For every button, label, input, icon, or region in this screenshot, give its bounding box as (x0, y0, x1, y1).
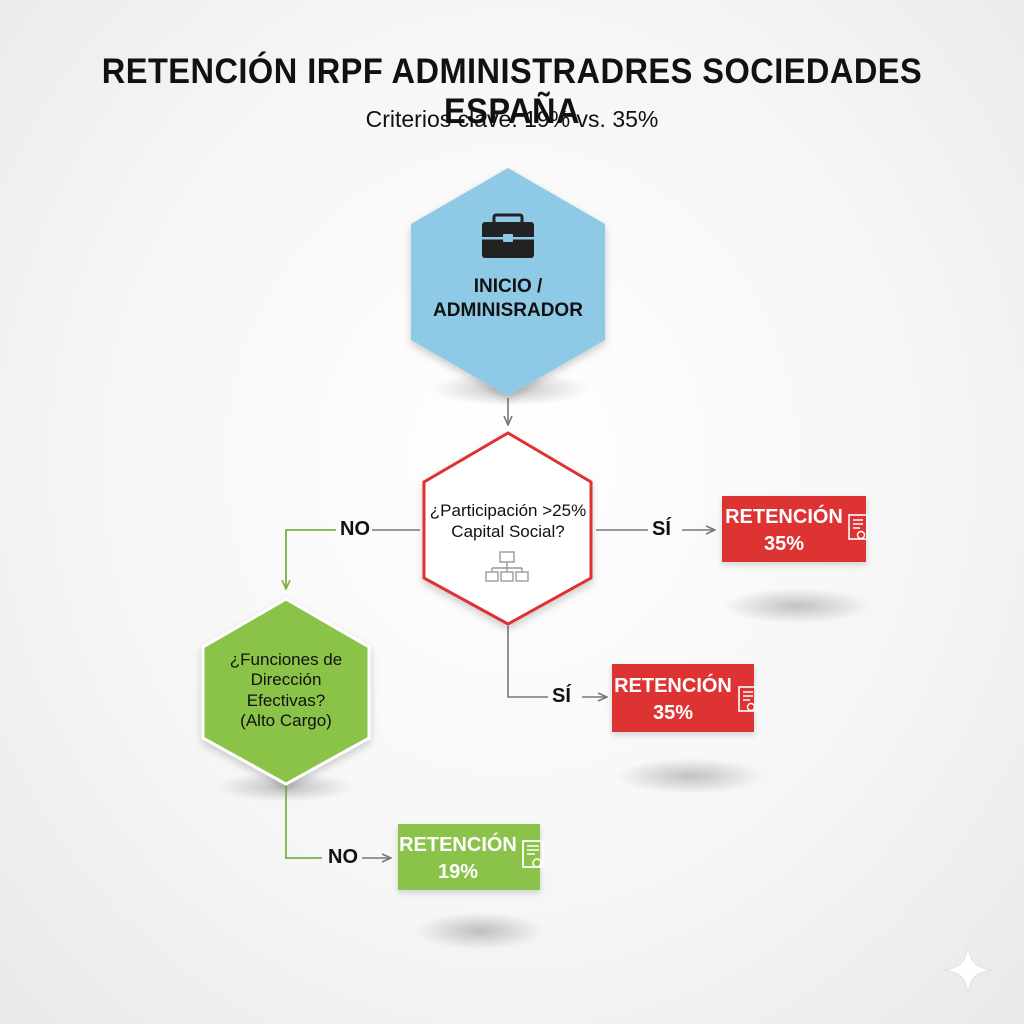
edge-decision2-no-line (285, 784, 322, 859)
decision1-node-line2: Capital Social? (451, 522, 565, 542)
result-b-line1: RETENCIÓN (614, 675, 732, 697)
result-c-shadow (415, 912, 545, 950)
sparkle-icon (943, 945, 993, 995)
briefcase-icon (482, 213, 534, 258)
start-node-line1: INICIO / (473, 276, 543, 297)
result-c-line2: 19% (437, 861, 479, 883)
result-b-line2: 35% (652, 702, 694, 724)
decision2-node-hexagon (201, 597, 371, 786)
result-a-box: RETENCIÓN 35% (722, 496, 868, 562)
start-node-hexagon (411, 168, 605, 396)
decision1-node-hexagon (422, 431, 593, 626)
edge-no-to-decision2 (286, 529, 336, 588)
decision2-node-line2: Dirección (250, 670, 322, 690)
result-c-box: RETENCIÓN 19% (398, 824, 544, 890)
edge-label-decision1-no: NO (340, 518, 370, 540)
edge-decision1-yes-down-line (507, 626, 548, 698)
diagram-title: RETENCIÓN IRPF ADMINISTRADRES SOCIEDADES… (101, 52, 923, 131)
document-icon (738, 686, 758, 712)
start-node-label: INICIO / ADMINISRADOR (420, 275, 596, 323)
edge-label-decision1-yes-down: SÍ (552, 685, 571, 707)
result-a-shadow (722, 588, 872, 624)
decision1-node-label: ¿Participación >25% Capital Social? (424, 500, 592, 543)
result-b-shadow (615, 758, 765, 794)
diagram-subtitle: Criterios clave: 19% vs. 35% (365, 106, 659, 132)
decision2-node-line4: (Alto Cargo) (240, 711, 332, 731)
edge-label-decision1-yes-right: SÍ (652, 518, 671, 540)
start-node-line2: ADMINISRADOR (433, 299, 583, 321)
edge-label-decision2-no: NO (328, 846, 358, 868)
result-c-line1: RETENCIÓN (399, 834, 517, 856)
org-chart-icon (485, 551, 529, 582)
result-b-box: RETENCIÓN 35% (612, 664, 758, 732)
document-icon (522, 840, 544, 868)
document-icon (848, 514, 868, 540)
decision2-node-label: ¿Funciones de Dirección Efectivas? (Alto… (208, 650, 364, 732)
decision2-node-line1: ¿Funciones de (229, 650, 343, 669)
result-a-line2: 35% (763, 533, 805, 555)
decision2-node-line3: Efectivas? (246, 690, 326, 710)
decision1-node-line1: ¿Participación >25% (429, 501, 587, 520)
result-a-line1: RETENCIÓN (725, 506, 843, 528)
